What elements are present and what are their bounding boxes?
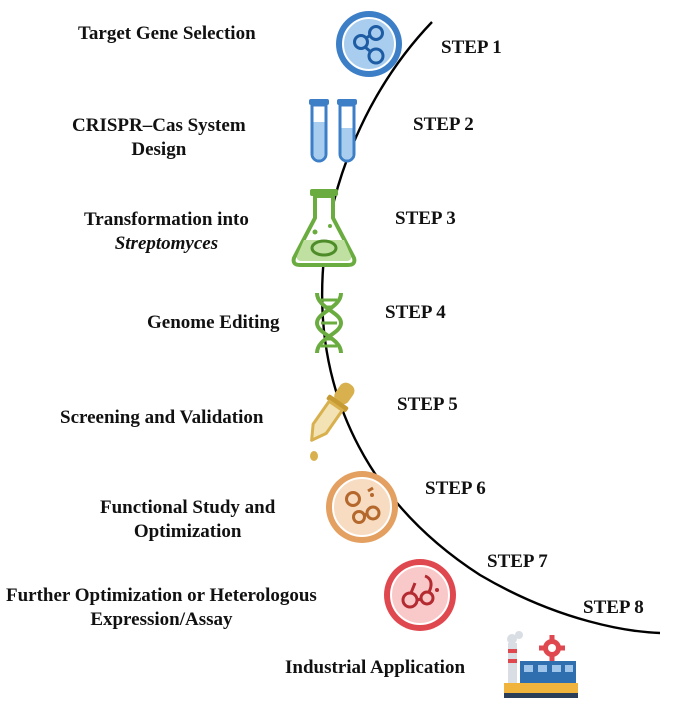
step-label-5: STEP 5 <box>397 394 458 415</box>
step-label-6: STEP 6 <box>425 478 486 499</box>
step-label-4: STEP 4 <box>385 302 446 323</box>
dna-icon <box>314 292 344 354</box>
step-title-7: Further Optimization or Heterologous Exp… <box>6 585 317 630</box>
step-title-2: CRISPR–Cas System Design <box>72 115 246 160</box>
step-title-6: Functional Study and Optimization <box>100 497 276 542</box>
step-title-8: Industrial Application <box>285 657 466 678</box>
step-label-3: STEP 3 <box>395 208 456 229</box>
step-label-7: STEP 7 <box>487 551 548 572</box>
step-label-2: STEP 2 <box>413 114 474 135</box>
test-tubes-icon <box>309 99 357 163</box>
cells-petri-icon <box>336 11 402 77</box>
colony-dish-icon <box>384 559 456 631</box>
step-title-4: Genome Editing <box>147 312 280 333</box>
pipette-icon <box>310 382 355 461</box>
step-label-8: STEP 8 <box>583 597 644 618</box>
step-label-1: STEP 1 <box>441 37 502 58</box>
step-title-1: Target Gene Selection <box>78 23 256 44</box>
factory-icon <box>504 631 578 698</box>
step-title-3: Transformation into Streptomyces <box>84 209 249 254</box>
petri-dish-icon <box>326 471 398 543</box>
step-title-5: Screening and Validation <box>60 407 264 428</box>
flask-icon <box>291 189 357 267</box>
